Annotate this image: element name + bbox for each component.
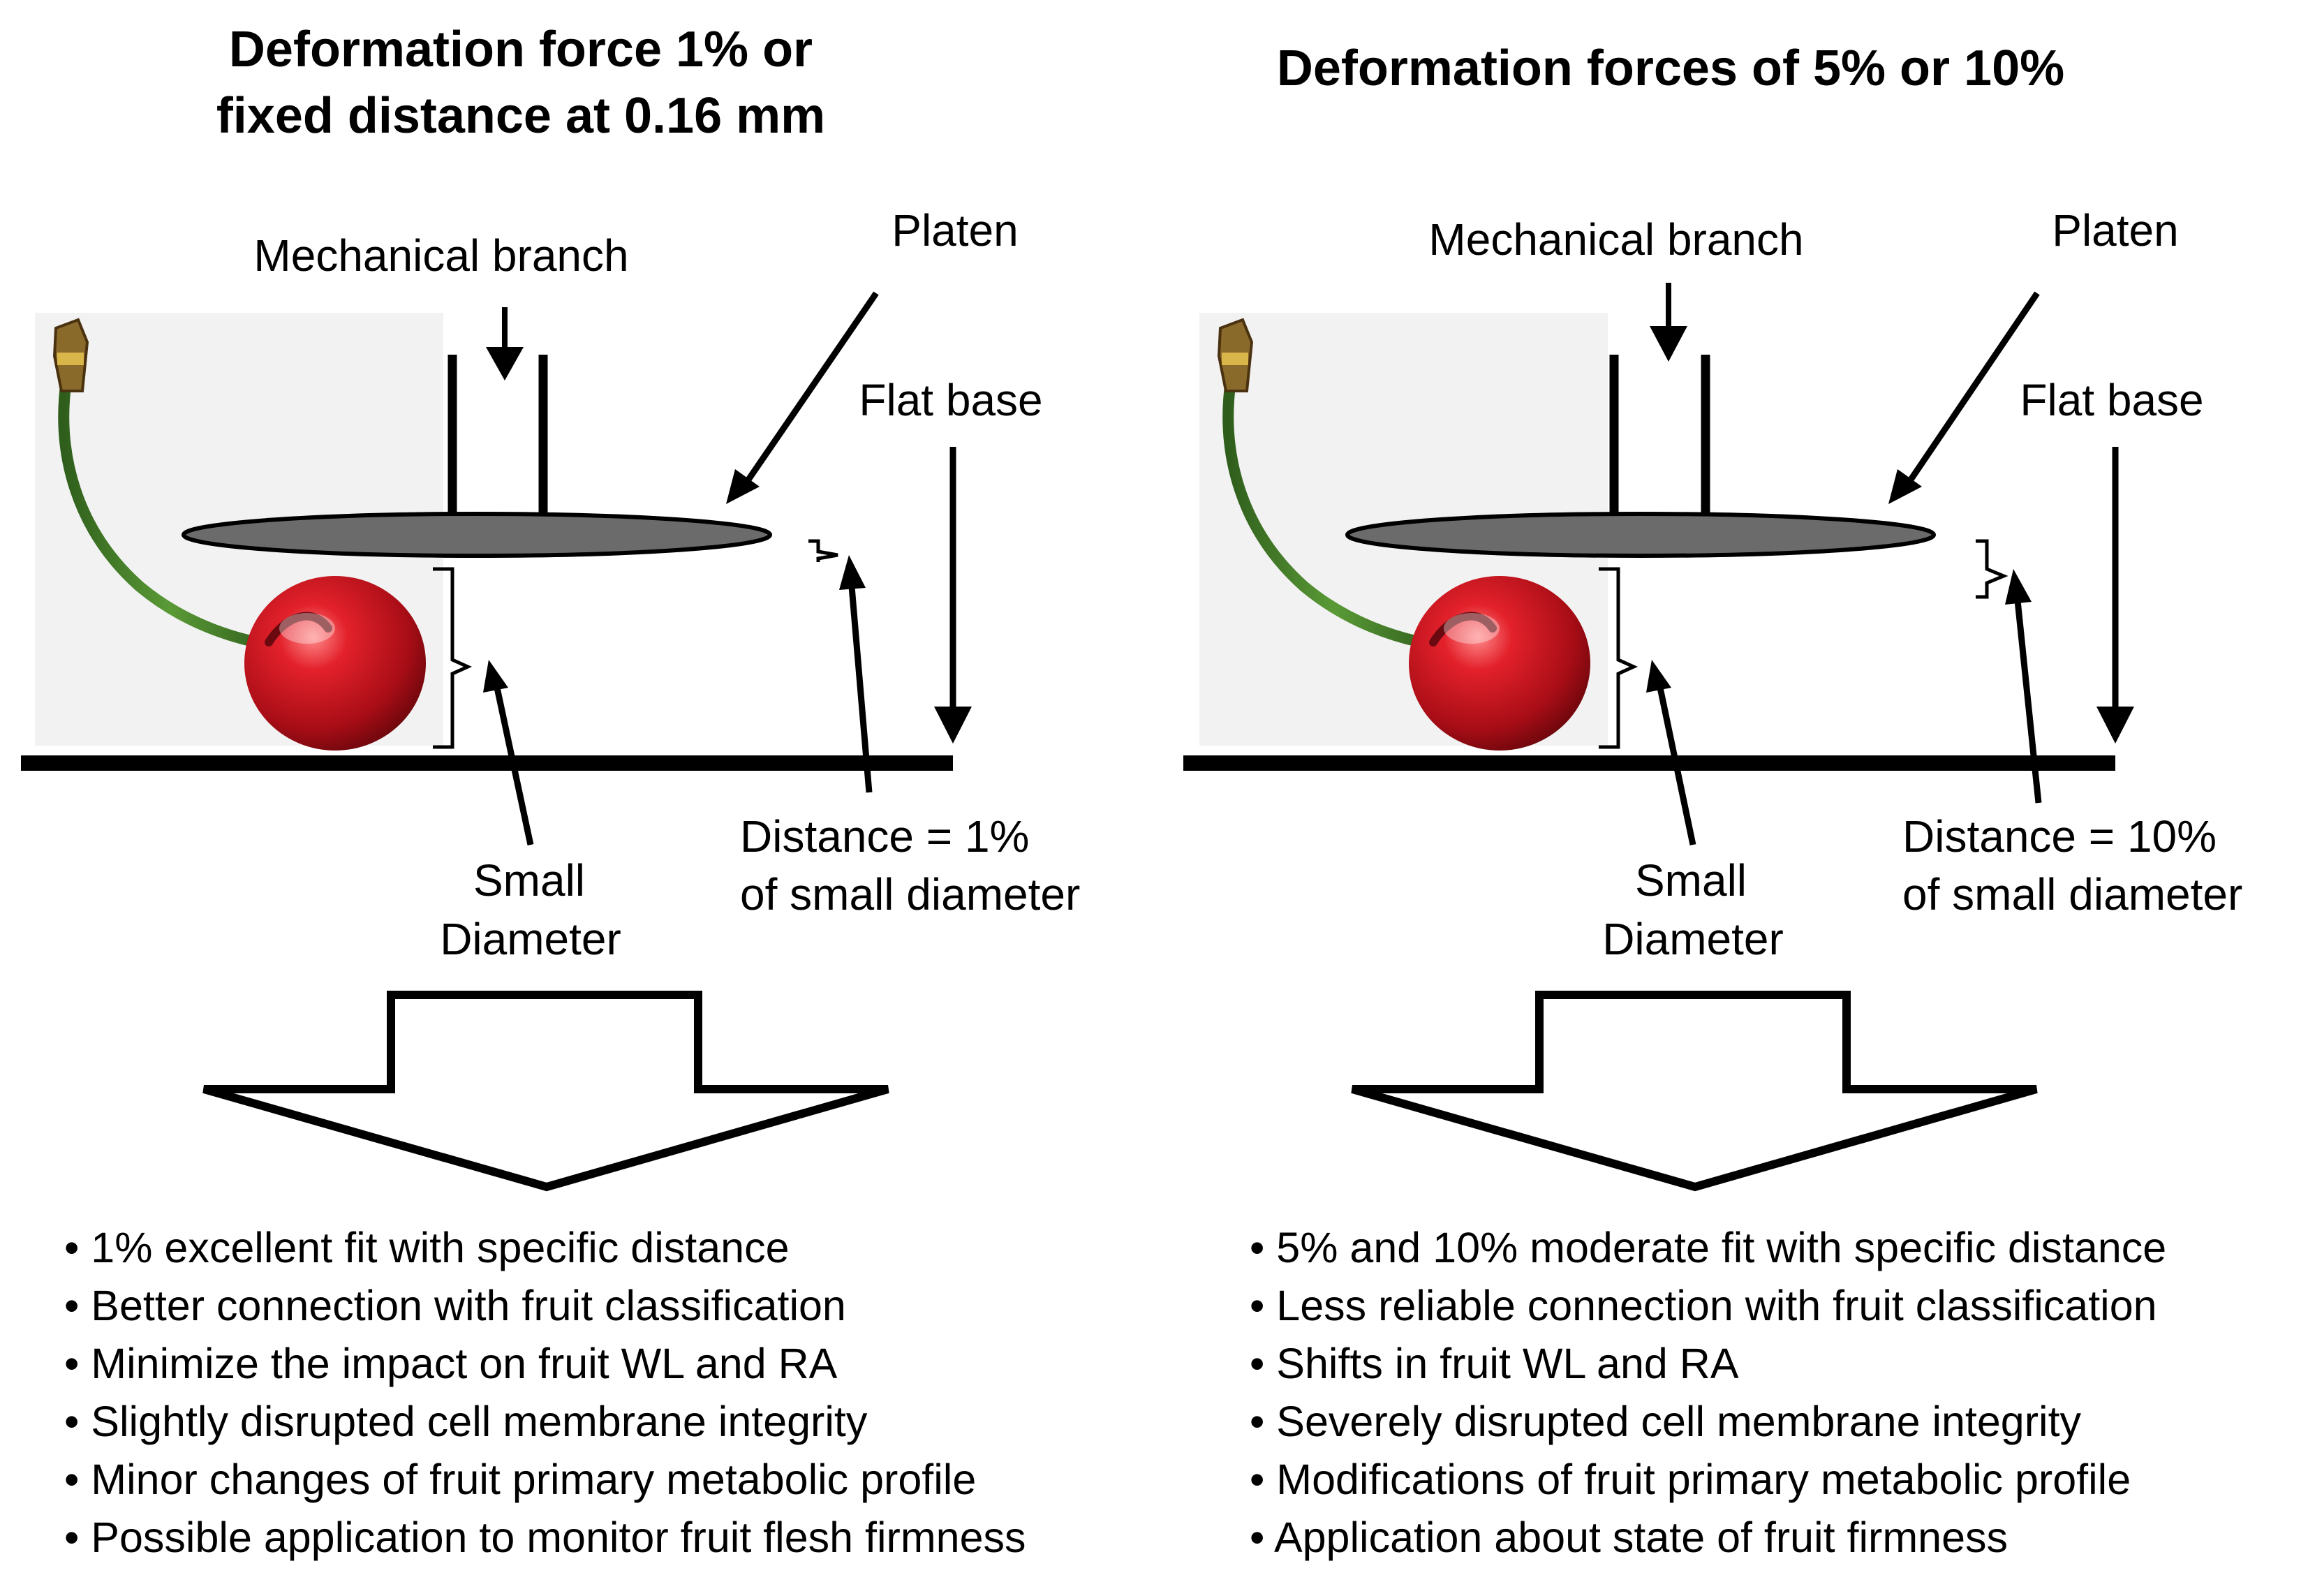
- right-cherry: [1217, 318, 1590, 751]
- left-result-block-arrow: [202, 991, 889, 1192]
- left-bullet-item: • Better connection with fruit classific…: [64, 1282, 846, 1329]
- left-bullet-item: • Minor changes of fruit primary metabol…: [64, 1456, 976, 1503]
- left-flat-base-label: Flat base: [859, 375, 1042, 425]
- right-distance-arrow-shaft: [2014, 600, 2042, 804]
- left-platen: [182, 512, 772, 558]
- left-distance-line1: Distance = 1%: [740, 811, 1029, 862]
- right-cherry-stem: [1222, 375, 1446, 651]
- right-cherry-body: [1409, 576, 1590, 751]
- right-flat-base-label: Flat base: [2020, 375, 2203, 425]
- right-small-diameter-line1: Small: [1635, 855, 1747, 906]
- left-bullet-item: • Minimize the impact on fruit WL and RA: [64, 1340, 838, 1387]
- right-flat-base: [1183, 755, 2115, 771]
- right-bullet-item: • Application about state of fruit firmn…: [1250, 1514, 2008, 1561]
- right-cherry-highlight: [1444, 613, 1500, 644]
- left-cherry-body: [244, 576, 426, 751]
- left-title-line2: fixed distance at 0.16 mm: [216, 88, 825, 144]
- right-distance-line2: of small diameter: [1902, 869, 2242, 919]
- right-mechanical-branch-label: Mechanical branch: [1428, 214, 1803, 265]
- right-small-diameter-arrow-head: [1646, 660, 1671, 693]
- right-cherry-dimple: [1429, 612, 1497, 646]
- right-distance-line1: Distance = 10%: [1902, 811, 2217, 862]
- right-distance-arrow-head: [2005, 569, 2032, 605]
- left-small-diameter-arrow-head: [483, 660, 508, 693]
- right-platen-arrow-shaft: [1907, 291, 2040, 484]
- right-small-diameter-line2: Diameter: [1602, 914, 1784, 964]
- left-cherry-highlight: [279, 613, 335, 644]
- right-panel: Deformation forces of 5% or 10% Mechanic…: [1183, 40, 2242, 1561]
- right-flat-base-arrow-head: [2096, 707, 2134, 744]
- left-platen-arrow-head: [726, 469, 760, 504]
- right-platen-arrow-head: [1888, 469, 1922, 504]
- right-platen-label: Platen: [2052, 205, 2178, 256]
- right-bullet-list: • 5% and 10% moderate fit with specific …: [1250, 1224, 2166, 1561]
- left-bullet-item: • Possible application to monitor fruit …: [64, 1514, 1026, 1561]
- left-cherry: [52, 318, 426, 751]
- left-distance-line2: of small diameter: [740, 869, 1080, 919]
- left-title-line1: Deformation force 1% or: [229, 22, 813, 77]
- left-bullet-item: • 1% excellent fit with specific distanc…: [64, 1224, 790, 1271]
- left-bullet-item: • Slightly disrupted cell membrane integ…: [64, 1398, 868, 1445]
- left-cherry-dimple: [265, 612, 332, 646]
- left-small-diameter-line1: Small: [473, 855, 585, 906]
- left-cherry-stem-ring: [57, 353, 84, 365]
- left-platen-label: Platen: [892, 205, 1018, 256]
- right-bullet-item: • 5% and 10% moderate fit with specific …: [1250, 1224, 2166, 1271]
- left-distance-arrow-head: [839, 555, 866, 590]
- left-bullet-list: • 1% excellent fit with specific distanc…: [64, 1224, 1026, 1561]
- right-bullet-item: • Severely disrupted cell membrane integ…: [1250, 1398, 2082, 1445]
- right-title: Deformation forces of 5% or 10%: [1277, 40, 2064, 96]
- left-small-diameter-bracket: [433, 567, 473, 749]
- right-branch-arrow-head: [1650, 326, 1687, 362]
- left-flat-base-arrow-head: [934, 707, 972, 744]
- left-small-diameter-line2: Diameter: [440, 914, 621, 964]
- right-bullet-item: • Modifications of fruit primary metabol…: [1250, 1456, 2131, 1503]
- left-distance-bracket: [808, 539, 838, 562]
- right-distance-bracket: [1976, 539, 2009, 599]
- left-panel: Deformation force 1% or fixed distance a…: [21, 22, 1080, 1561]
- left-flat-base: [21, 755, 953, 771]
- left-platen-arrow-shaft: [744, 291, 879, 484]
- left-mechanical-branch-label: Mechanical branch: [253, 230, 628, 281]
- right-cherry-stem-ring: [1222, 353, 1248, 365]
- right-small-diameter-bracket: [1599, 567, 1638, 749]
- left-small-diameter-arrow-shaft: [494, 687, 534, 845]
- right-bullet-item: • Shifts in fruit WL and RA: [1250, 1340, 1739, 1387]
- right-result-block-arrow: [1351, 991, 2038, 1192]
- left-distance-arrow-shaft: [848, 586, 873, 793]
- left-cherry-stem: [58, 375, 281, 651]
- right-small-diameter-arrow-shaft: [1657, 687, 1696, 845]
- right-bullet-item: • Less reliable connection with fruit cl…: [1250, 1282, 2157, 1329]
- left-branch-arrow-head: [486, 347, 524, 380]
- right-platen: [1345, 512, 1936, 558]
